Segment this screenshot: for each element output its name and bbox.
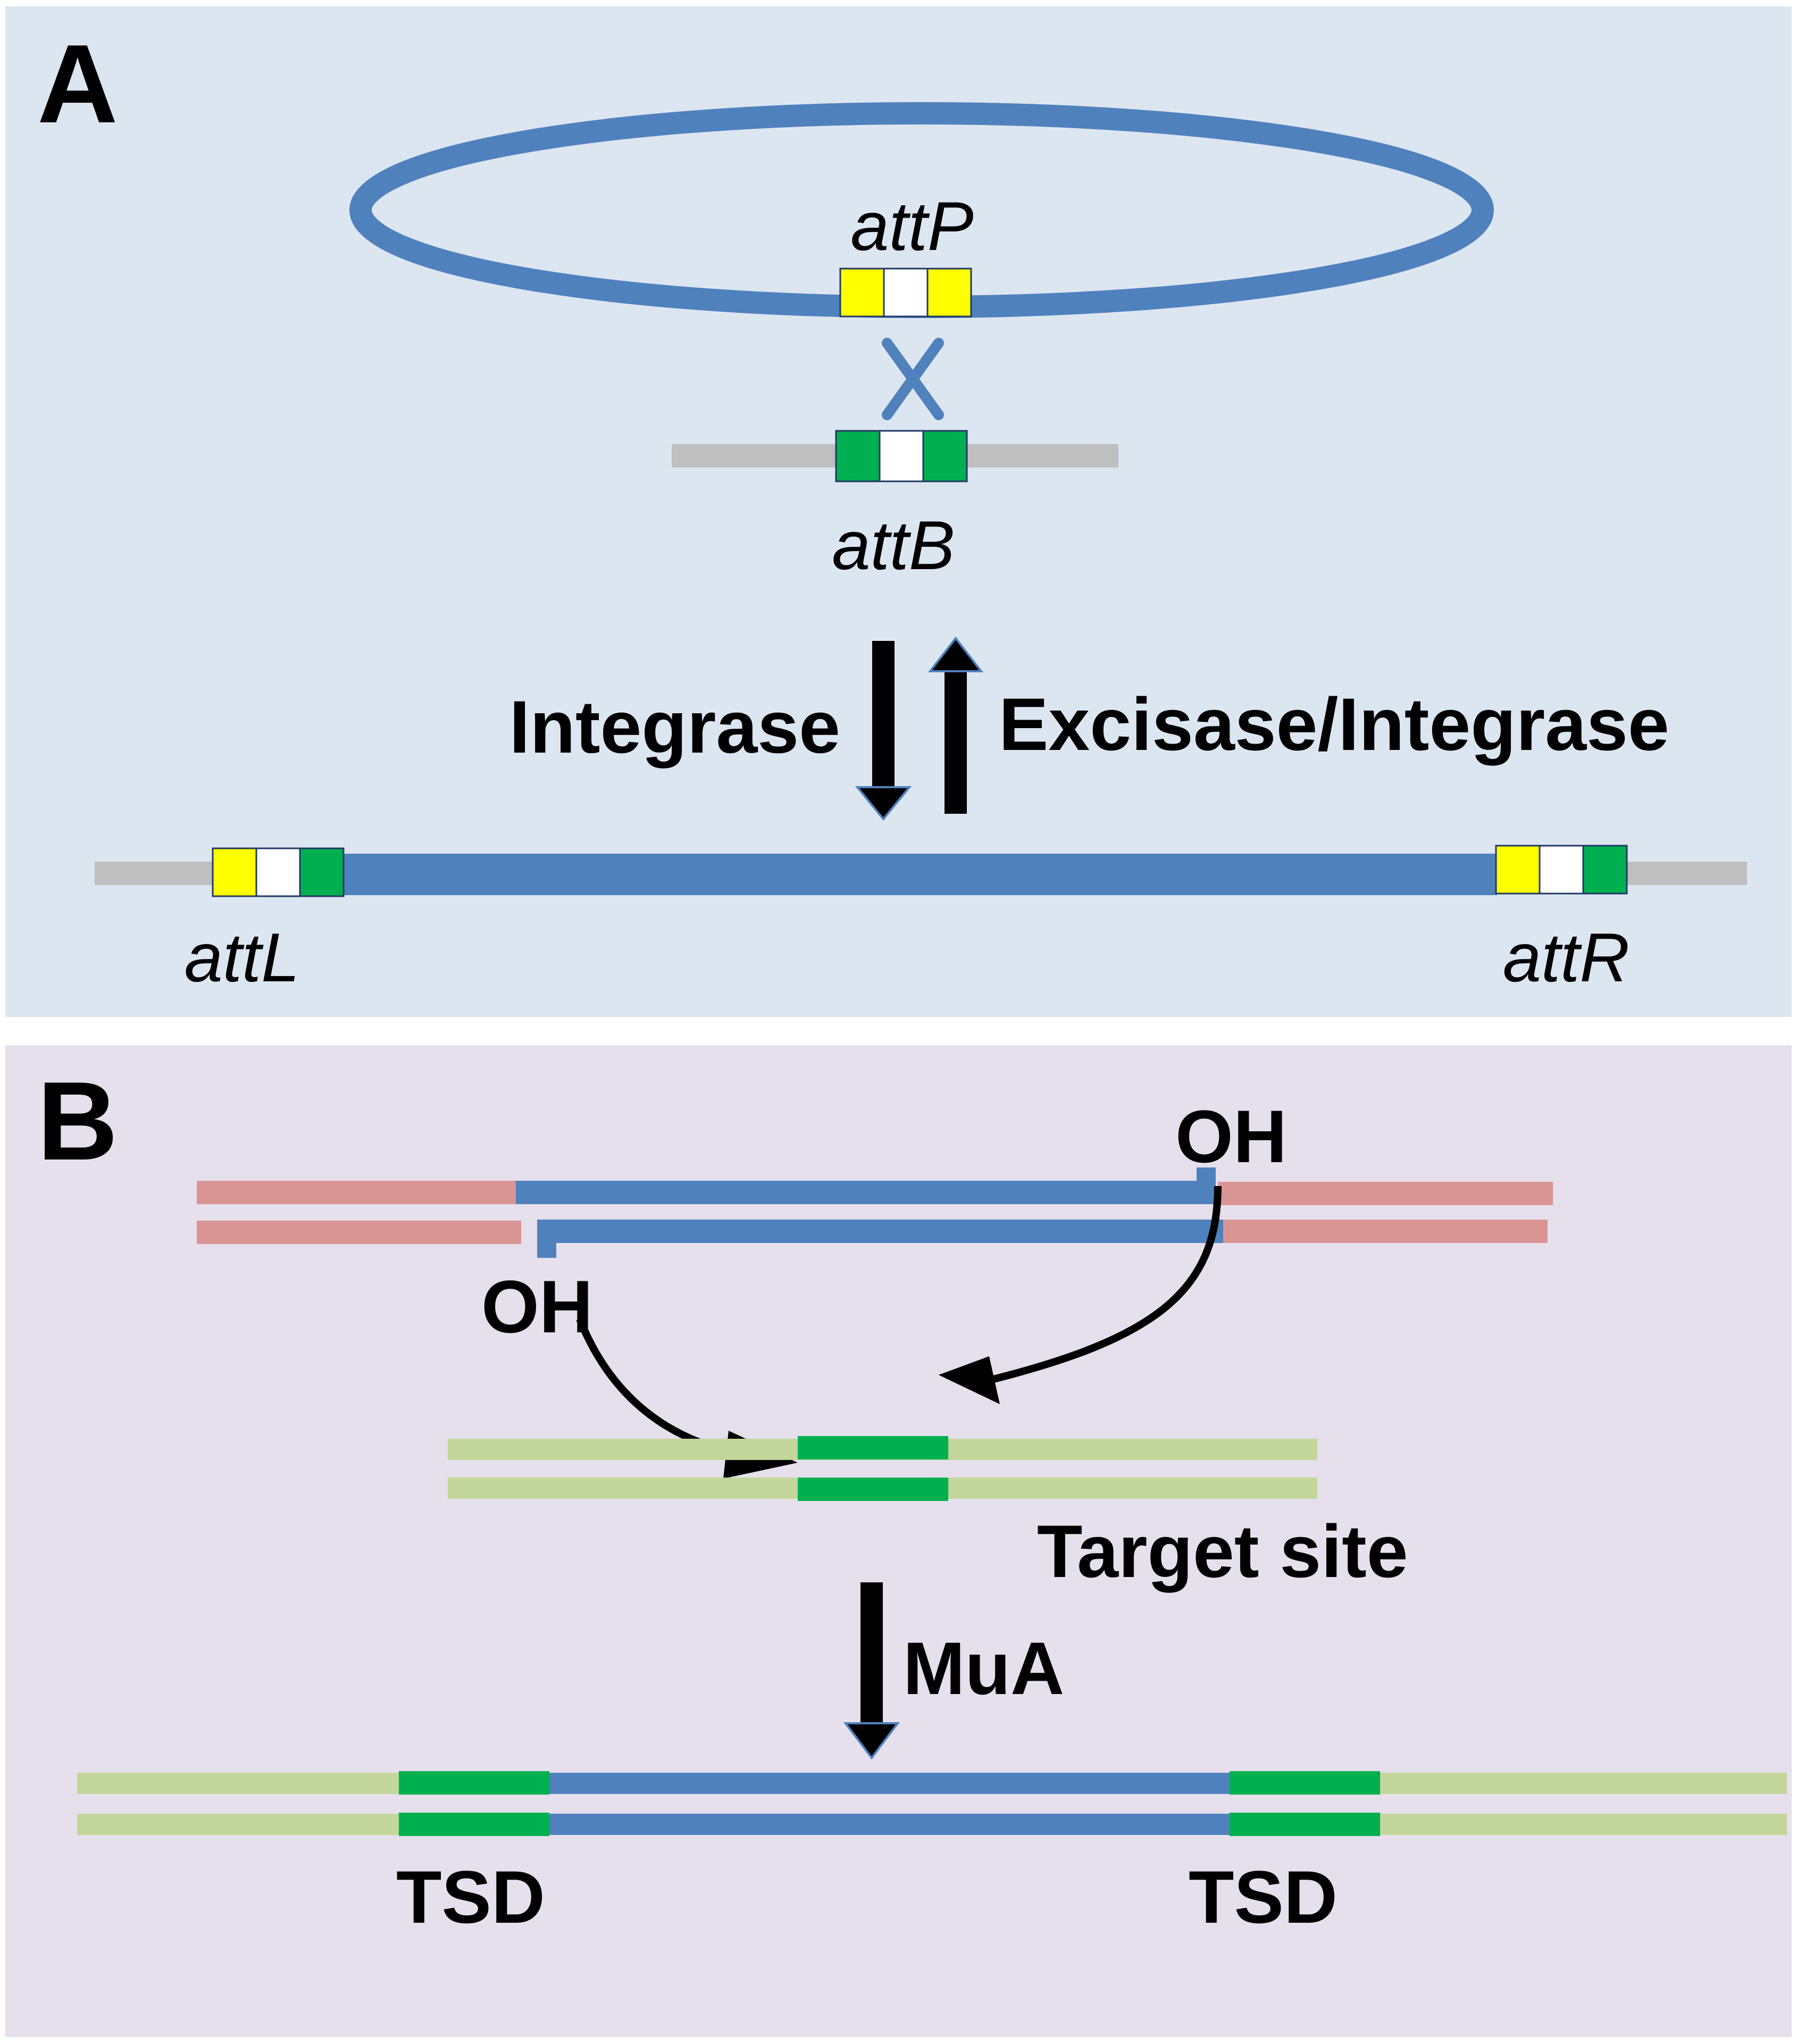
attB-label: attB	[832, 506, 955, 584]
product-mu-bottom	[548, 1814, 1231, 1835]
tsd-right-bottom	[1230, 1813, 1380, 1836]
attR-site	[1495, 845, 1628, 895]
tsd-left-bottom	[399, 1813, 549, 1836]
mua-label: MuA	[903, 1626, 1064, 1710]
mu-strand-top	[516, 1181, 1207, 1204]
target-site-label: Target site	[1037, 1509, 1408, 1593]
panel-a-label: A	[37, 21, 118, 146]
donor-flank-bottom-right	[1218, 1220, 1548, 1243]
mu-strand-bottom-end	[537, 1220, 556, 1258]
oh-bottom-label: OH	[481, 1265, 593, 1348]
integration-arrow	[855, 641, 912, 821]
target-site-top	[798, 1436, 948, 1459]
excisase-integrase-label: Excisase/Integrase	[999, 682, 1669, 766]
panel-b: B OH OH Target site MuA	[5, 1045, 1792, 2037]
attP-label: attP	[850, 187, 973, 265]
donor-flank-bottom-left	[197, 1221, 521, 1244]
mu-strand-bottom	[537, 1220, 1223, 1243]
attL-site	[212, 847, 345, 897]
attB-site	[835, 430, 968, 482]
host-chromosome-right	[1625, 862, 1747, 885]
mua-arrow	[843, 1582, 900, 1760]
product-mu-top	[548, 1773, 1231, 1794]
strand-transfer-arrow-right	[939, 1186, 1222, 1404]
tsd-left-label: TSD	[396, 1855, 545, 1939]
tsd-left-top	[399, 1771, 549, 1795]
integrated-prophage	[343, 854, 1497, 895]
panel-a: A attP attB In	[5, 6, 1792, 1017]
host-chromosome-left	[95, 862, 217, 885]
donor-flank-top-right	[1218, 1182, 1553, 1205]
mu-strand-top-end	[1197, 1167, 1216, 1204]
tsd-right-label: TSD	[1189, 1855, 1338, 1939]
target-site-bottom	[798, 1478, 948, 1501]
oh-top-label: OH	[1175, 1095, 1287, 1178]
attL-label: attL	[185, 919, 300, 996]
attP-site	[839, 268, 972, 318]
panel-b-label: B	[37, 1058, 118, 1183]
donor-flank-top-left	[197, 1181, 516, 1204]
tsd-right-top	[1230, 1771, 1380, 1795]
panel-b-background	[5, 1045, 1792, 2037]
integrase-label: Integrase	[509, 685, 840, 769]
attR-label: attR	[1503, 919, 1629, 996]
excision-arrow	[927, 636, 984, 814]
crossover-icon	[882, 338, 944, 420]
